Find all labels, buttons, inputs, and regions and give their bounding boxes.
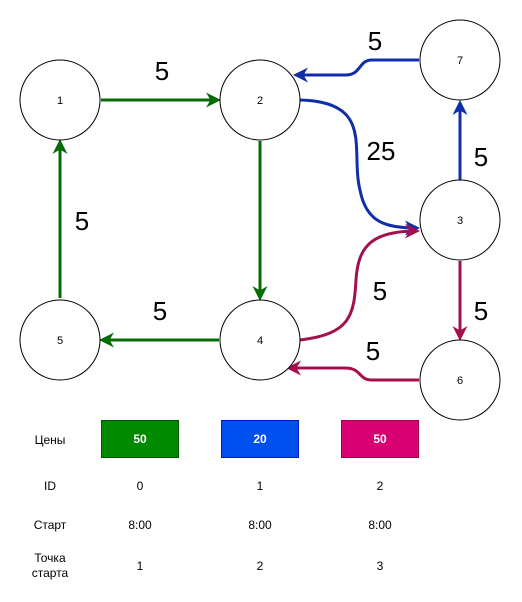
node-7: 7 (419, 19, 501, 101)
route-id: 1 (256, 478, 264, 493)
node-6: 6 (419, 339, 501, 421)
route-start-time: 8:00 (128, 517, 152, 532)
edge-weight-1-2: 5 (155, 56, 169, 86)
price-box-route-0: 50 (101, 420, 179, 458)
node-label: 5 (57, 335, 63, 347)
node-1: 1 (19, 59, 101, 141)
edge-weight-4-5: 5 (153, 296, 167, 326)
edge-4-to-3 (299, 223, 420, 342)
node-label: 6 (457, 375, 463, 387)
price-box-route-2: 50 (341, 420, 419, 458)
edge-7-to-2 (293, 58, 419, 83)
edge-weight-3-7: 5 (474, 142, 488, 172)
route-id: 2 (376, 478, 384, 493)
edge-weight-6-4: 5 (366, 336, 380, 366)
route-id: 0 (136, 478, 144, 493)
node-2: 2 (219, 59, 301, 141)
node-5: 5 (19, 299, 101, 381)
route-start-time: 8:00 (368, 517, 392, 532)
edge-weight-4-3: 5 (373, 276, 387, 306)
edge-weight-2-3: 25 (367, 136, 396, 166)
node-4: 4 (219, 299, 301, 381)
edge-weight-3-6: 5 (474, 296, 488, 326)
edge-weight-5-1: 5 (75, 206, 89, 236)
row-label-id: ID (44, 478, 56, 493)
row-label-start: Старт (33, 517, 67, 532)
row-label-start-point: Точка старта (31, 551, 69, 580)
route-start-point: 1 (136, 558, 144, 573)
route-start-time: 8:00 (248, 517, 272, 532)
node-3: 3 (419, 179, 501, 261)
edge-6-to-4 (286, 360, 419, 382)
node-label: 7 (457, 55, 463, 67)
node-label: 2 (257, 95, 263, 107)
node-label: 4 (257, 335, 263, 347)
price-box-route-1: 20 (221, 420, 299, 458)
node-label: 1 (57, 95, 63, 107)
route-start-point: 2 (256, 558, 264, 573)
edge-2-to-3 (299, 98, 420, 236)
row-label-prices: Цены (34, 432, 66, 447)
route-start-point: 3 (376, 558, 384, 573)
edge-weight-7-2: 5 (368, 26, 382, 56)
node-label: 3 (457, 215, 463, 227)
